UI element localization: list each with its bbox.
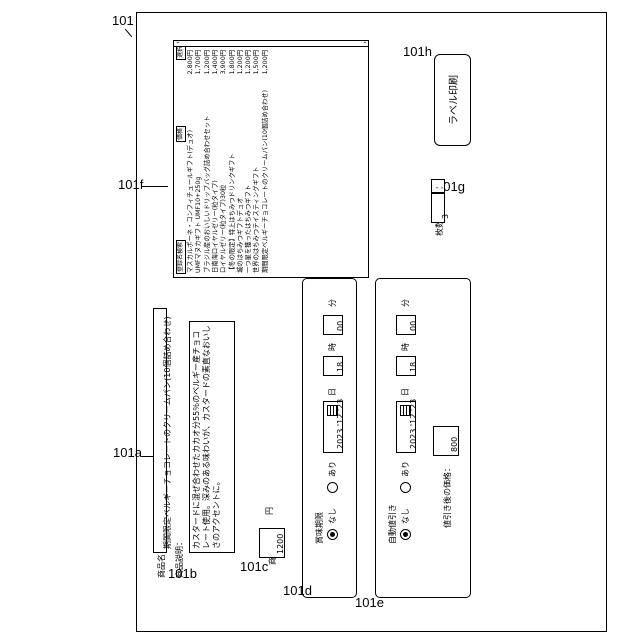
list-scrollbar[interactable] [174,41,368,47]
product-desc-label: 商品説明： [175,538,185,578]
list-item-price: 1,200円 [204,50,212,74]
discount-hour-field[interactable]: 18 [396,356,416,376]
expiry-hour-field[interactable]: 18 [323,356,343,376]
product-desc-field[interactable]: カスタードに混ぜ合わせたカカオ分55％のベルギー産チョコレート使用。深みのある味… [189,321,235,553]
list-item-price: 1,200円 [237,50,245,74]
list-header-name[interactable]: 登録名検索 [176,240,186,274]
discount-none-label: なし [401,508,411,524]
discount-day-unit: 日 [401,388,411,396]
product-name-field[interactable]: 期間限定ベルギーチョコレートのクリームパン(10個詰め合わせ) [153,308,167,553]
ref-101: 101 [112,14,134,27]
list-header-price[interactable]: 価格 [176,126,186,142]
count-down-icon[interactable]: › [438,187,448,189]
discount-yes-label: あり [401,461,411,477]
product-price-unit: 円 [265,507,275,515]
expiry-hour-value: 18 [336,362,345,372]
expiry-minute-unit: 分 [328,299,338,307]
expiry-title: 賞味期限 [315,512,325,544]
expiry-none-radio[interactable] [327,529,338,540]
label-print-button[interactable]: ラベル印刷 [434,54,471,146]
list-item-name[interactable]: 日南海ロイヤルゼリー(粒タイプ) [212,180,220,273]
list-item-name[interactable]: ロイヤルゼリー(粒タイプ)30粒 [220,185,228,273]
discount-title: 自動値引き [388,504,398,544]
discount-calendar-icon[interactable] [400,405,411,416]
list-item-price: 1,700円 [195,50,203,74]
discount-none-radio[interactable] [400,529,411,540]
list-item-name[interactable]: UMFマヌカギフト UMF10+250g [195,177,203,273]
label-print-label: ラベル印刷 [445,75,460,125]
product-desc-value: カスタードに混ぜ合わせたカカオ分55％のベルギー産チョコレート使用。深みのある味… [192,325,221,549]
discount-yes-radio[interactable] [400,482,411,493]
count-field[interactable]: 3 [431,193,445,223]
scroll-left-arrow-icon[interactable]: ‹ [173,41,183,44]
product-list[interactable]: 登録名検索 価格 選択 マスカルポーネ・コンフィチュールギフト(デュオ)2,80… [173,40,369,278]
discount-minute-unit: 分 [401,299,411,307]
expiry-yes-radio[interactable] [327,482,338,493]
discount-minute-field[interactable]: 00 [396,315,416,335]
leader-101 [125,29,132,37]
discount-after-label: 値引き後の価格： [443,464,453,528]
list-item-price: 1,800円 [229,50,237,74]
expiry-hour-unit: 時 [328,343,338,351]
scroll-right-arrow-icon[interactable]: › [360,41,370,44]
product-price-field[interactable]: 1200 [259,528,285,558]
list-item-name[interactable]: ブラジル産のおいしいドリップバッグ詰め合わせセット [204,116,212,273]
discount-minute-value: 00 [409,321,418,331]
product-name-value: 期間限定ベルギーチョコレートのクリームパン(10個詰め合わせ) [163,316,172,549]
list-item-name[interactable]: 【冬の限定】特上はちみつドリンクギフト [229,153,237,273]
count-stepper[interactable]: ‹ › [431,179,445,193]
list-item-price: 1,400円 [212,50,220,74]
discount-hour-unit: 時 [401,343,411,351]
list-item-price: 1,500円 [253,50,261,74]
expiry-minute-value: 00 [336,321,345,331]
expiry-calendar-icon[interactable] [327,405,338,416]
expiry-day-unit: 日 [328,388,338,396]
discount-after-value: 800 [450,437,459,452]
list-item-name[interactable]: 世界のはちみつテイスティングギフト [253,167,261,273]
expiry-minute-field[interactable]: 00 [323,315,343,335]
expiry-none-label: なし [328,508,338,524]
expiry-yes-label: あり [328,461,338,477]
discount-after-field[interactable]: 800 [433,426,459,456]
discount-hour-value: 18 [409,362,418,372]
product-price-value: 1200 [276,534,285,554]
count-value: 3 [441,214,450,219]
rotated-screen: 商品名： 期間限定ベルギーチョコレートのクリームパン(10個詰め合わせ) 商品説… [137,28,477,628]
list-item-name[interactable]: 期間限定ベルギーチョコレートのクリームパン(10個詰め合わせ) [262,90,270,273]
list-item-price: 3,900円 [220,50,228,74]
list-item-name[interactable]: 城のはちみつギフトデュオ [237,197,245,273]
list-item-price: 1,200円 [262,50,270,74]
